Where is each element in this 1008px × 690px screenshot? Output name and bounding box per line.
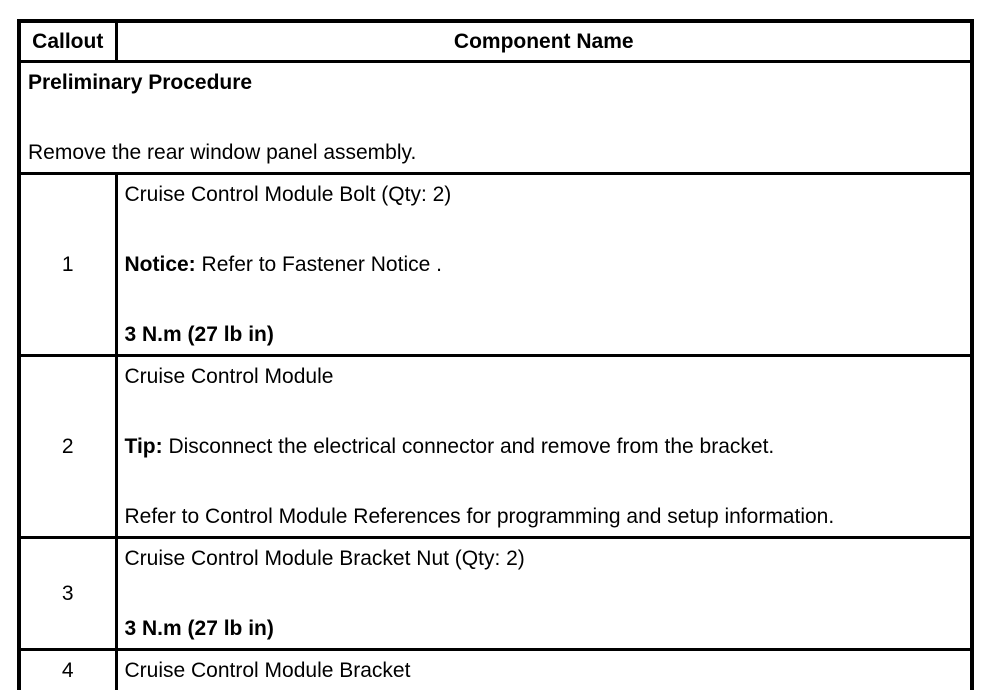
- table-row: 4 Cruise Control Module Bracket: [17, 648, 974, 690]
- preliminary-procedure-row: Preliminary Procedure Remove the rear wi…: [17, 60, 974, 175]
- notice-label: Notice:: [124, 253, 196, 276]
- table-row: 2 Cruise Control Module Tip: Disconnect …: [17, 354, 974, 539]
- table-row: 3 Cruise Control Module Bracket Nut (Qty…: [17, 536, 974, 651]
- component-cell: Cruise Control Module Bolt (Qty: 2) Noti…: [114, 172, 974, 357]
- component-callout-table: Callout Component Name Preliminary Proce…: [17, 19, 974, 690]
- callout-number: 1: [17, 172, 118, 357]
- component-cell: Cruise Control Module Bracket: [114, 648, 974, 690]
- component-cell: Cruise Control Module Bracket Nut (Qty: …: [114, 536, 974, 651]
- table-header-row: Callout Component Name: [17, 19, 974, 63]
- component-cell: Cruise Control Module Tip: Disconnect th…: [114, 354, 974, 539]
- component-name-column-header: Component Name: [114, 19, 974, 63]
- tip-text: Disconnect the electrical connector and …: [162, 435, 775, 458]
- notice-text: Refer to Fastener Notice .: [195, 253, 442, 276]
- callout-column-header: Callout: [17, 19, 118, 63]
- tip-line: Tip: Disconnect the electrical connector…: [125, 429, 967, 464]
- preliminary-procedure-instruction: Remove the rear window panel assembly.: [28, 141, 417, 164]
- notice-line: Notice: Refer to Fastener Notice .: [125, 247, 967, 282]
- component-name-text: Cruise Control Module Bolt (Qty: 2): [124, 183, 452, 206]
- component-name-text: Cruise Control Module: [124, 365, 334, 388]
- tip-label: Tip:: [124, 435, 163, 458]
- preliminary-procedure-cell: Preliminary Procedure Remove the rear wi…: [17, 60, 974, 175]
- reference-text: Refer to Control Module References for p…: [124, 505, 835, 528]
- table-row: 1 Cruise Control Module Bolt (Qty: 2) No…: [17, 172, 974, 357]
- torque-spec: 3 N.m (27 lb in): [124, 323, 274, 346]
- component-name-text: Cruise Control Module Bracket Nut (Qty: …: [124, 547, 525, 570]
- callout-number: 4: [17, 648, 118, 690]
- torque-spec: 3 N.m (27 lb in): [124, 617, 274, 640]
- preliminary-procedure-title: Preliminary Procedure: [28, 71, 253, 94]
- component-name-text: Cruise Control Module Bracket: [124, 659, 411, 682]
- callout-number: 3: [17, 536, 118, 651]
- callout-number: 2: [17, 354, 118, 539]
